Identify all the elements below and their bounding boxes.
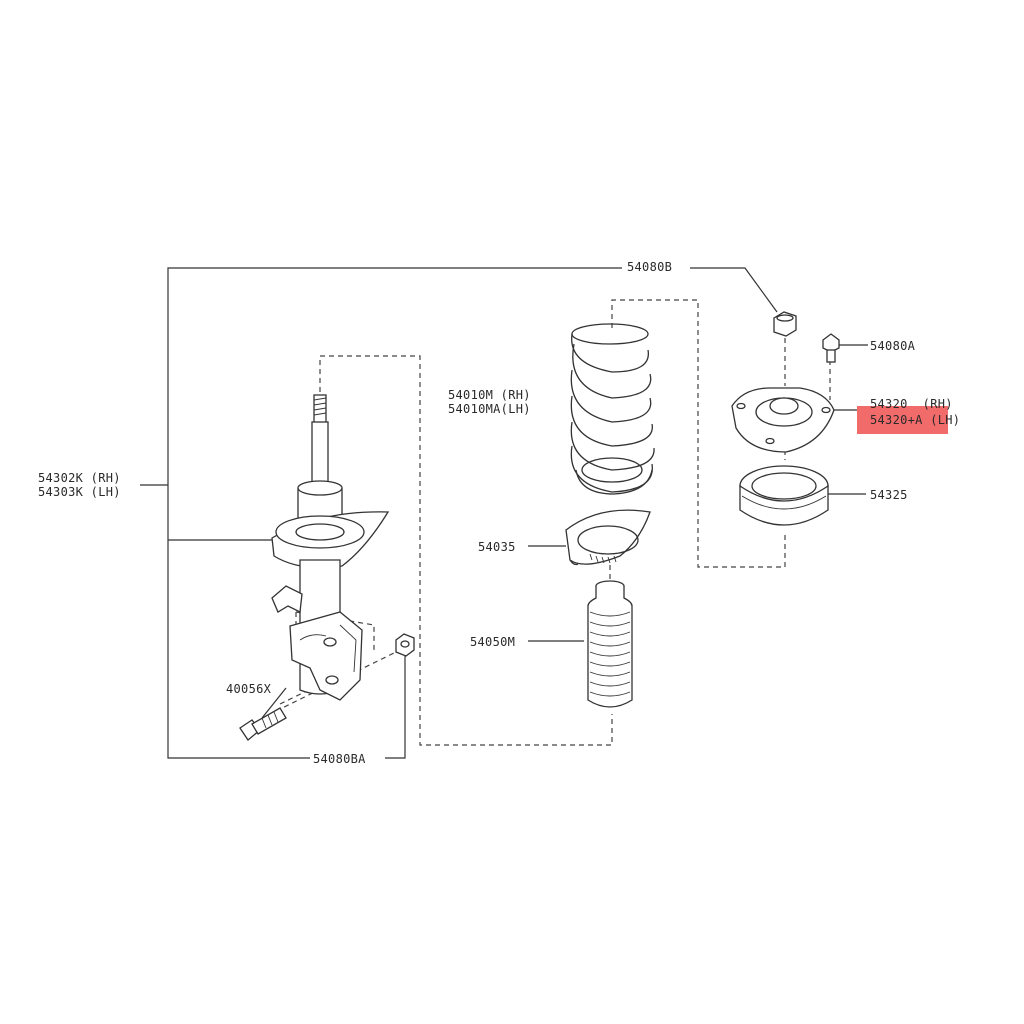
label-54080BA: 54080BA xyxy=(313,752,366,766)
dust-boot-54050M xyxy=(587,580,633,708)
label-54080A: 54080A xyxy=(870,339,916,353)
label-54302K-rh: 54302K (RH) xyxy=(38,471,121,485)
coil-spring xyxy=(570,323,655,495)
strut-assembly xyxy=(271,394,390,701)
label-54050M: 54050M xyxy=(470,635,515,649)
bolt-54080A xyxy=(822,333,840,363)
bolt-40056X xyxy=(239,707,287,741)
label-54035: 54035 xyxy=(478,540,516,554)
label-54010MA-lh: 54010MA(LH) xyxy=(448,402,531,416)
label-54303K-lh: 54303K (LH) xyxy=(38,485,121,499)
leader-lines xyxy=(140,267,868,759)
label-54325: 54325 xyxy=(870,488,908,502)
label-54320A-lh: 54320+A (LH) xyxy=(870,413,960,427)
strut-mount-54320 xyxy=(731,387,835,453)
highlight-box xyxy=(857,406,948,434)
part-labels: 54080B 54080A 54320 (RH) 54320+A (LH) 54… xyxy=(38,260,960,766)
label-54320-rh: 54320 (RH) xyxy=(870,397,953,411)
bearing-54325 xyxy=(739,465,829,526)
label-40056X: 40056X xyxy=(226,682,272,696)
label-54080B: 54080B xyxy=(627,260,672,274)
spring-seat-54035 xyxy=(565,509,651,566)
nut-54080BA xyxy=(395,633,415,657)
nut-54080B xyxy=(773,311,797,337)
label-54010M-rh: 54010M (RH) xyxy=(448,388,531,402)
